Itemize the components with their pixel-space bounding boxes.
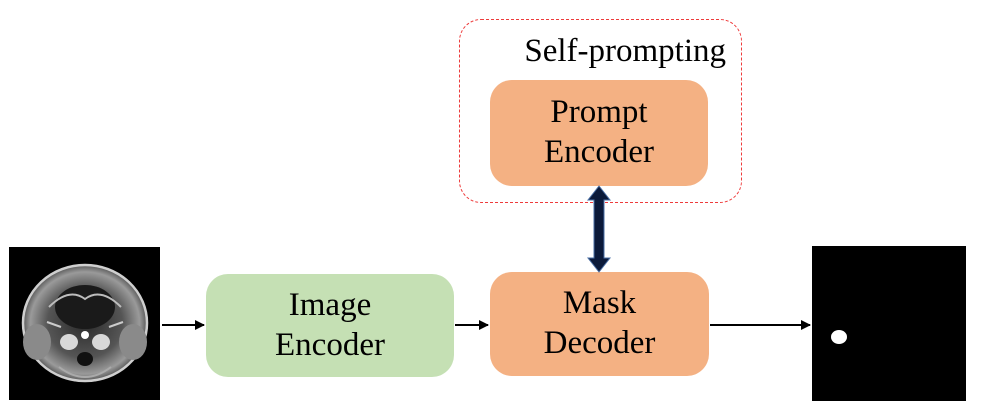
mask-decoder-label-line1: Mask [562,285,637,322]
segmentation-mask-graphic [831,330,847,344]
mask-decoder-label-line2: Decoder [543,325,656,361]
prompt-encoder-box: Prompt Encoder [490,80,708,186]
output-mask-image [812,246,966,401]
image-encoder-label-line2: Encoder [275,326,385,363]
input-mri-image [9,247,160,400]
double-arrow-prompt-mask [586,185,612,273]
self-prompting-title: Self-prompting [524,33,726,69]
prompt-encoder-label-line2: Encoder [544,134,654,170]
image-encoder-label-line1: Image [288,286,372,323]
mask-decoder-box: Mask Decoder [490,272,709,376]
image-encoder-box: Image Encoder [206,274,454,377]
mri-scan-graphic [21,263,149,383]
prompt-encoder-label-line1: Prompt [550,94,648,131]
